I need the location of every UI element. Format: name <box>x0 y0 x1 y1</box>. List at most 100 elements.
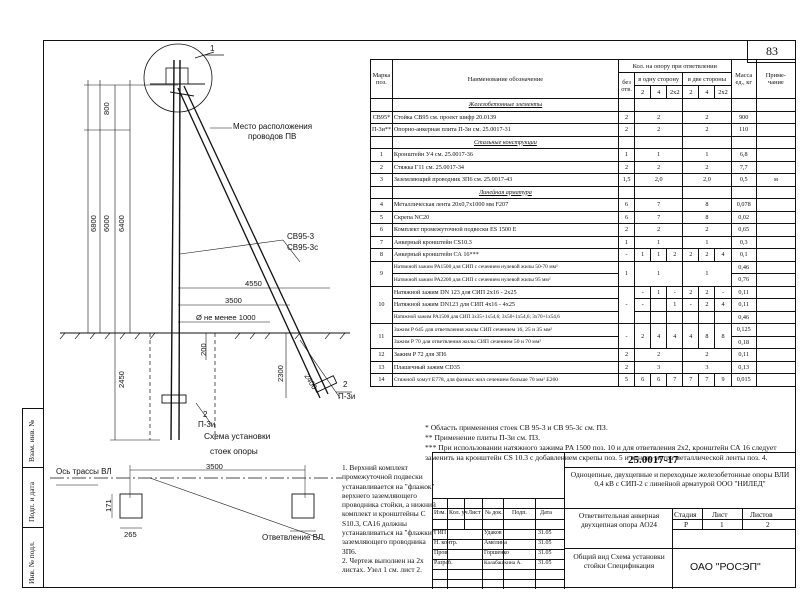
date-prov: 31.05 <box>538 550 552 556</box>
specification-table: Марка поз. Наименование обозначение Кол.… <box>370 59 797 387</box>
dim-3500: 3500 <box>225 296 242 305</box>
place-label-line1: Место расположения <box>233 122 313 131</box>
doc-title: Одноцепные, двухцепные и переходные желе… <box>570 470 790 488</box>
callout-2b: 2 <box>343 380 348 389</box>
note-1: * Область применения стоек СВ 95-3 и СВ … <box>425 423 608 432</box>
hdr-c2: 2 <box>634 85 652 99</box>
diam-label: Ø не менее 1000 <box>196 313 256 322</box>
hdr-none: без отв. <box>618 72 636 99</box>
section-title: Линейная арматура <box>391 185 620 199</box>
role-nkontr: Н. контр. <box>434 540 458 546</box>
hdr-c4b: 4 <box>698 85 716 99</box>
hdr-c4: 4 <box>650 85 668 99</box>
col-date: Дата <box>540 510 552 516</box>
note-2: ** Применение плиты П-3и см. ПЗ. <box>425 433 541 442</box>
dim-200: 200 <box>199 343 208 356</box>
hdr-c2x2b: 2х2 <box>714 85 732 99</box>
col-podp: Подп. <box>512 510 527 516</box>
general-note-1: 1. Верхний комплект промежуточной подвес… <box>342 463 436 556</box>
sheets-value: 2 <box>766 520 770 529</box>
post-label-1: СВ95-3 <box>287 232 315 241</box>
plan-dim-171: 171 <box>104 499 113 512</box>
dim-6800: 6800 <box>89 215 98 232</box>
dim-2300: 2300 <box>276 365 285 382</box>
plan-dim-3500: 3500 <box>206 462 223 471</box>
col-doc: № док. <box>485 510 503 516</box>
dim-800: 800 <box>102 102 111 115</box>
callout-1: 1 <box>210 44 215 53</box>
plate-label-b: П-3и <box>338 392 356 401</box>
hdr-note: Приме- чание <box>755 59 797 99</box>
hdr-name: Наименование обозначение <box>391 59 620 99</box>
date-nkontr: 31.05 <box>538 540 552 546</box>
section-row: Железобетонные элементы <box>370 98 797 112</box>
role-gip: ГИП <box>434 530 447 536</box>
caption-line2: стоек опоры <box>210 446 258 456</box>
section-title: Стальные конструкции <box>391 135 620 149</box>
col-kol: Кол. уч <box>449 510 468 516</box>
callout-2a: 2 <box>203 410 208 419</box>
doc-code: 25.0017-17 <box>628 454 679 466</box>
dim-6400: 6400 <box>117 215 126 232</box>
name-gip: Удаков <box>484 530 502 536</box>
stage-label: Стадия <box>674 510 697 519</box>
caption-line1: Схема установки <box>204 431 271 441</box>
dim-4550: 4550 <box>245 279 262 288</box>
section-title: Железобетонные элементы <box>391 98 620 112</box>
table-row: Натяжной зажим PA1500 для СИП 3х35+1х54,… <box>371 310 797 324</box>
hdr-two-side: в две стороны <box>682 72 732 86</box>
table-row: Зажим P 70 для ответвления жилы СИП сече… <box>371 335 797 349</box>
date-razrab: 31.05 <box>538 560 552 566</box>
org-name: ОАО "РОСЭП" <box>690 561 761 573</box>
notes-block: * Область применения стоек СВ 95-3 и СВ … <box>425 423 795 463</box>
hdr-qty: Кол. на опору при ответвлении <box>618 59 732 73</box>
sheet-label: Лист <box>712 510 728 519</box>
hdr-mark: Марка поз. <box>370 59 393 99</box>
date-gip: 31.05 <box>538 530 552 536</box>
role-prov: Пров. <box>434 550 449 556</box>
general-note-2: 2. Чертеж выполнен на 2х листах. Узел 1 … <box>342 555 424 575</box>
axis-label: Ось трассы ВЛ <box>56 467 112 476</box>
hdr-c2x2: 2х2 <box>666 85 684 99</box>
plan-dim-265: 265 <box>124 530 137 539</box>
table-row: П-3и**Опорно-анкерная плита П-3и см. 25.… <box>370 123 797 137</box>
left-stamp <box>22 408 44 588</box>
note-3: *** При использовании натяжного зажима P… <box>425 443 777 462</box>
hdr-c2b: 2 <box>682 85 700 99</box>
section-row: Линейная арматура <box>370 185 797 199</box>
section-row: Стальные конструкции <box>370 135 797 149</box>
col-izm: Изм. <box>434 510 446 516</box>
hdr-one-side: в одну сторону <box>634 72 684 86</box>
post-label-2: СВ95-3с <box>287 243 319 252</box>
sheet-frame <box>43 40 796 588</box>
sheet-value: 1 <box>720 520 724 529</box>
role-razrab: Разраб. <box>434 560 453 566</box>
table-row: Натяжной зажим PA2200 для СИП с сечением… <box>371 273 797 287</box>
sheets-label: Листов <box>750 510 773 519</box>
stage-value: Р <box>684 520 689 529</box>
dim-2450: 2450 <box>117 371 126 388</box>
name-prov: Горшенко <box>484 550 510 556</box>
table-row: Натяжной зажим DN123 для СИП 4х16 - 4х25… <box>371 298 797 312</box>
table-row: СВ95*Стойка СВ95 см. проект шифр 20.0139… <box>370 110 797 124</box>
name-nkontr: Амелина <box>484 540 507 546</box>
hdr-mass: Масса ед., кг <box>730 59 757 99</box>
place-label-line2: проводов ПВ <box>248 132 297 141</box>
col-list: Лист <box>468 510 481 516</box>
sub-title-1: Ответвительная анкерная двухцепная опора… <box>578 511 660 529</box>
